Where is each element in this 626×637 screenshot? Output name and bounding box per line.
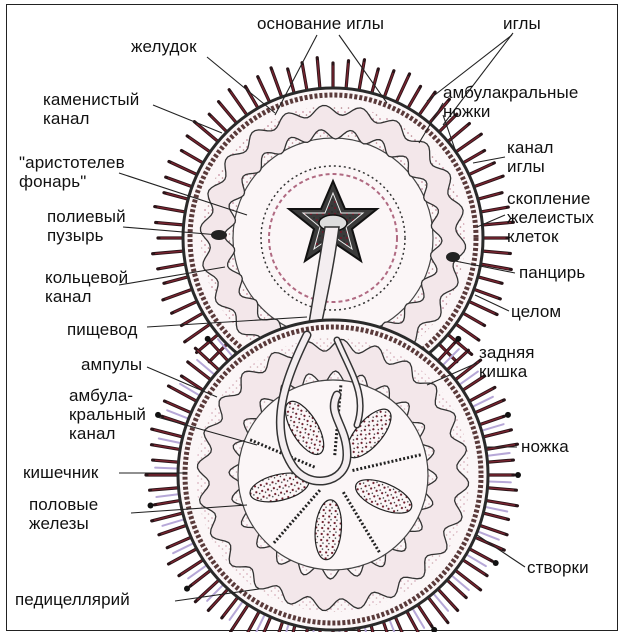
spine-highlight (171, 387, 197, 401)
spine-highlight (197, 124, 218, 142)
spine-highlight (172, 163, 197, 175)
spine-highlight (456, 136, 479, 152)
spine-highlight (463, 560, 485, 574)
spine-highlight (483, 513, 505, 519)
spine-highlight (428, 597, 446, 620)
spine-highlight (184, 152, 203, 163)
pedicellaria-tip (455, 336, 461, 342)
spine-highlight (384, 74, 393, 97)
tube-foot (480, 424, 504, 431)
label-intestine: кишечник (23, 463, 98, 482)
spine-highlight (288, 72, 294, 93)
spine-highlight (184, 313, 203, 324)
label-podium: ножка (521, 437, 569, 456)
spine-highlight (480, 417, 502, 424)
spine-highlight (438, 589, 456, 608)
spine-highlight (169, 178, 192, 187)
spine-highlight (480, 525, 505, 533)
spine-highlight (165, 417, 187, 424)
spine-highlight (478, 193, 499, 199)
spine-highlight (408, 89, 419, 108)
spine-highlight (155, 430, 183, 437)
label-spine-canal: канал иглы (507, 138, 554, 176)
bottom-section (178, 320, 488, 630)
label-ring-canal: кольцевой канал (45, 268, 128, 306)
figure-frame: основание иглы иглы желудок каменистый к… (6, 4, 618, 631)
label-tube-feet: амбулакральные ножки (443, 83, 578, 121)
pedicellaria-tip (184, 586, 190, 592)
spine-highlight (469, 164, 492, 175)
tube-foot (432, 592, 448, 611)
spine-highlight (167, 277, 188, 283)
spine-highlight (486, 501, 515, 506)
label-coelom: целом (511, 302, 561, 321)
pedicellaria-tip (205, 336, 211, 342)
tube-foot (159, 438, 183, 443)
label-hindgut: задняя кишка (479, 343, 535, 381)
spine-highlight (190, 138, 210, 152)
tube-foot (485, 453, 510, 456)
spine-highlight (483, 431, 508, 437)
tube-foot (450, 574, 469, 590)
spine-highlight (396, 77, 408, 102)
label-spine-base: основание иглы (257, 14, 384, 33)
leader-line (153, 105, 222, 133)
label-ampullae: ампулы (81, 355, 142, 374)
tube-foot (486, 481, 511, 482)
spine-highlight (259, 79, 270, 102)
label-gonads: половые железы (29, 495, 98, 533)
tube-foot (483, 506, 507, 511)
pedicellaria-tip (515, 472, 521, 478)
label-madreporic-canal: каменистый канал (43, 90, 139, 128)
tube-foot (207, 583, 225, 601)
tube-foot (156, 494, 181, 497)
spine-highlight (190, 364, 211, 380)
spine-highlight (272, 71, 282, 97)
pedicellaria-tip (148, 502, 154, 508)
spine-highlight (478, 277, 499, 283)
tube-foot (155, 468, 180, 469)
spine-highlight (455, 570, 478, 588)
spine-highlight (210, 589, 228, 608)
label-jelly-cells: скопление желеистых клеток (507, 189, 594, 246)
spine-highlight (448, 126, 467, 142)
spine-highlight (181, 560, 203, 574)
label-esophagus: пищевод (67, 320, 138, 339)
spine-highlight (158, 207, 186, 212)
spine-highlight (162, 525, 187, 533)
spine-highlight (171, 549, 197, 563)
spine-highlight (383, 622, 390, 632)
label-aristotle-lantern: "аристотелев фонарь" (19, 153, 125, 191)
label-pedicellaria: педицеллярий (15, 590, 130, 609)
label-valves: створки (527, 558, 589, 577)
pedicellaria-tip (505, 412, 511, 418)
spine-highlight (232, 605, 248, 629)
spine-highlight (221, 104, 237, 123)
pedicellaria-tip (493, 560, 499, 566)
spine-highlight (463, 313, 482, 324)
label-radial-canal: амбула- кральный канал (69, 386, 146, 443)
label-test: панцирь (519, 263, 585, 282)
pantsir-node (446, 252, 460, 262)
spine-highlight (474, 177, 500, 187)
spine-highlight (447, 580, 464, 596)
spine-highlight (231, 92, 247, 115)
label-polian-vesicle: полиевый пузырь (47, 207, 126, 245)
spine-highlight (469, 301, 494, 313)
spine-highlight (166, 289, 192, 299)
tube-foot (162, 519, 186, 526)
tube-foot (441, 349, 459, 367)
leader-line (473, 157, 505, 163)
spine-highlight (174, 301, 197, 312)
label-stomach: желудок (131, 37, 197, 56)
label-spines: иглы (503, 14, 541, 33)
tube-foot (197, 360, 216, 376)
spine-highlight (155, 513, 183, 520)
leader-line (477, 535, 525, 567)
